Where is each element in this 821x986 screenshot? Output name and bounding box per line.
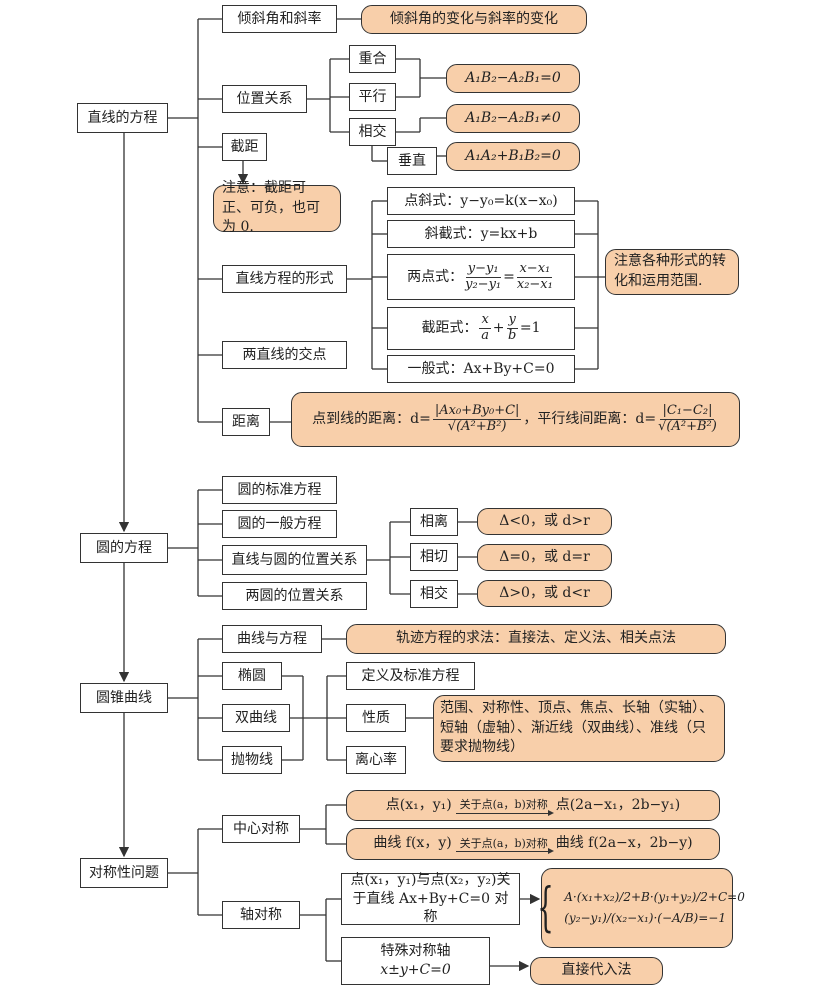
node-curve-equation: 曲线与方程	[222, 625, 322, 653]
form-slope-intercept: 斜截式：y=kx+b	[387, 220, 575, 248]
point-to: 点(2a−x₁，2b−y₁)	[555, 796, 681, 813]
system-row-1: A·(x₁+x₂)/2+B·(y₁+y₂)/2+C=0	[564, 890, 745, 905]
node-intersection-point: 两直线的交点	[222, 341, 347, 369]
denominator: √(A²+B²)	[447, 419, 507, 434]
equals: =	[503, 268, 515, 285]
note-intercept: 注意：截距可正、可负，也可为 0.	[213, 180, 341, 235]
special-axis-equation: x±y+C=0	[380, 962, 451, 978]
node-line-forms: 直线方程的形式	[222, 265, 347, 293]
node-axial-description: 点(x₁，y₁)与点(x₂，y₂)关于直线 Ax+By+C=0 对称	[341, 872, 520, 925]
node-intersect: 相交	[349, 118, 396, 146]
denominator: x₂−x₁	[516, 276, 553, 292]
numerator: x−x₁	[517, 260, 553, 278]
note-parallel-condition: A₁B₂−A₂B₁=0	[446, 64, 580, 93]
form-point-slope: 点斜式：y−y₀=k(x−x₀)	[387, 187, 575, 215]
node-separate: 相离	[410, 508, 458, 536]
numerator: |C₁−C₂|	[660, 403, 715, 420]
node-distance: 距离	[222, 408, 270, 436]
note-properties: 范围、对称性、顶点、焦点、长轴（实轴）、短轴（虚轴）、渐近线（双曲线）、准线（只…	[433, 695, 725, 762]
note-forms: 注意各种形式的转化和运用范围.	[605, 249, 739, 295]
node-line-circle-relation: 直线与圆的位置关系	[222, 545, 367, 575]
plus: +	[492, 320, 505, 337]
node-two-circles-relation: 两圆的位置关系	[222, 582, 367, 610]
numerator: |Ax₀+By₀+C|	[432, 403, 522, 420]
numerator: y	[506, 312, 518, 329]
curve-to: 曲线 f(2a−x，2b−y)	[555, 835, 693, 852]
node-incline-slope: 倾斜角和斜率	[222, 5, 337, 33]
node-circle-intersect: 相交	[410, 580, 458, 608]
note-axial-system: { A·(x₁+x₂)/2+B·(y₁+y₂)/2+C=0 (y₂−y₁)/(x…	[537, 868, 745, 948]
node-circle-standard: 圆的标准方程	[222, 476, 337, 504]
form-general: 一般式：Ax+By+C=0	[387, 355, 575, 383]
arrow-caption: 关于点(a，b)对称	[459, 798, 548, 812]
note-locus-methods: 轨迹方程的求法：直接法、定义法、相关点法	[346, 624, 726, 654]
arrow-label: 关于点(a，b)对称	[455, 836, 554, 855]
denominator: √(A²+B²)	[658, 419, 717, 434]
brace-icon: {	[537, 878, 554, 938]
numerator: y−y₁	[465, 260, 501, 278]
note-intersect: Δ>0，或 d<r	[477, 580, 612, 607]
node-hyperbola: 双曲线	[222, 704, 290, 732]
equation-system: { A·(x₁+x₂)/2+B·(y₁+y₂)/2+C=0 (y₂−y₁)/(x…	[529, 878, 745, 938]
parallel-distance-label: ，平行线间距离：d=	[523, 410, 657, 427]
note-incline-slope: 倾斜角的变化与斜率的变化	[361, 5, 587, 34]
rhs: =1	[519, 320, 541, 337]
node-circle-general: 圆的一般方程	[222, 510, 337, 538]
system-row-2: (y₂−y₁)/(x₂−x₁)·(−A/B)=−1	[564, 911, 726, 925]
node-position-relation: 位置关系	[222, 85, 307, 113]
fraction: |C₁−C₂|√(A²+B²)	[658, 403, 717, 435]
node-parabola: 抛物线	[222, 746, 282, 774]
arrow-label: 关于点(a，b)对称	[455, 797, 554, 816]
point-from: 点(x₁，y₁)	[385, 796, 452, 813]
special-axis-label: 特殊对称轴	[380, 943, 451, 960]
node-tangent: 相切	[410, 543, 458, 571]
intercept-prefix: 截距式：	[421, 320, 478, 337]
topic-circle-equation: 圆的方程	[80, 533, 168, 563]
arrow-caption: 关于点(a，b)对称	[459, 836, 548, 850]
node-coincide: 重合	[349, 45, 396, 73]
node-intercept: 截距	[222, 133, 267, 161]
note-intersect-condition: A₁B₂−A₂B₁≠0	[446, 104, 580, 133]
node-definition: 定义及标准方程	[346, 662, 475, 690]
note-direct-substitution: 直接代入法	[530, 957, 663, 985]
topic-line-equation: 直线的方程	[77, 103, 168, 133]
node-axial-symmetry: 轴对称	[222, 901, 300, 929]
note-central-curve: 曲线 f(x，y) 关于点(a，b)对称 曲线 f(2a−x，2b−y)	[346, 828, 720, 860]
node-special-axis: 特殊对称轴 x±y+C=0	[341, 937, 490, 985]
note-central-point: 点(x₁，y₁) 关于点(a，b)对称 点(2a−x₁，2b−y₁)	[346, 790, 720, 821]
denominator: a	[481, 328, 489, 343]
node-eccentricity: 离心率	[346, 746, 406, 774]
node-perpendicular: 垂直	[387, 147, 437, 175]
right-arrow-icon	[455, 809, 554, 816]
denominator: b	[508, 328, 517, 343]
denominator: y₂−y₁	[465, 276, 502, 292]
node-ellipse: 椭圆	[222, 662, 282, 690]
point-line-distance-label: 点到线的距离：d=	[312, 410, 431, 427]
note-separate: Δ<0，或 d>r	[477, 508, 612, 535]
numerator: x	[479, 312, 491, 329]
node-central-symmetry: 中心对称	[222, 815, 300, 843]
curve-from: 曲线 f(x，y)	[373, 835, 452, 852]
fraction: |Ax₀+By₀+C|√(A²+B²)	[432, 403, 522, 435]
topic-symmetry: 对称性问题	[80, 858, 168, 888]
topic-conic: 圆锥曲线	[80, 683, 168, 713]
note-perpendicular-condition: A₁A₂+B₁B₂=0	[446, 142, 580, 171]
right-arrow-icon	[455, 848, 554, 855]
node-parallel: 平行	[349, 83, 396, 111]
node-property: 性质	[346, 704, 406, 732]
note-tangent: Δ=0，或 d=r	[477, 544, 612, 571]
two-point-prefix: 两点式：	[407, 268, 464, 285]
note-distance: 点到线的距离：d= |Ax₀+By₀+C|√(A²+B²) ，平行线间距离：d=…	[291, 392, 740, 447]
